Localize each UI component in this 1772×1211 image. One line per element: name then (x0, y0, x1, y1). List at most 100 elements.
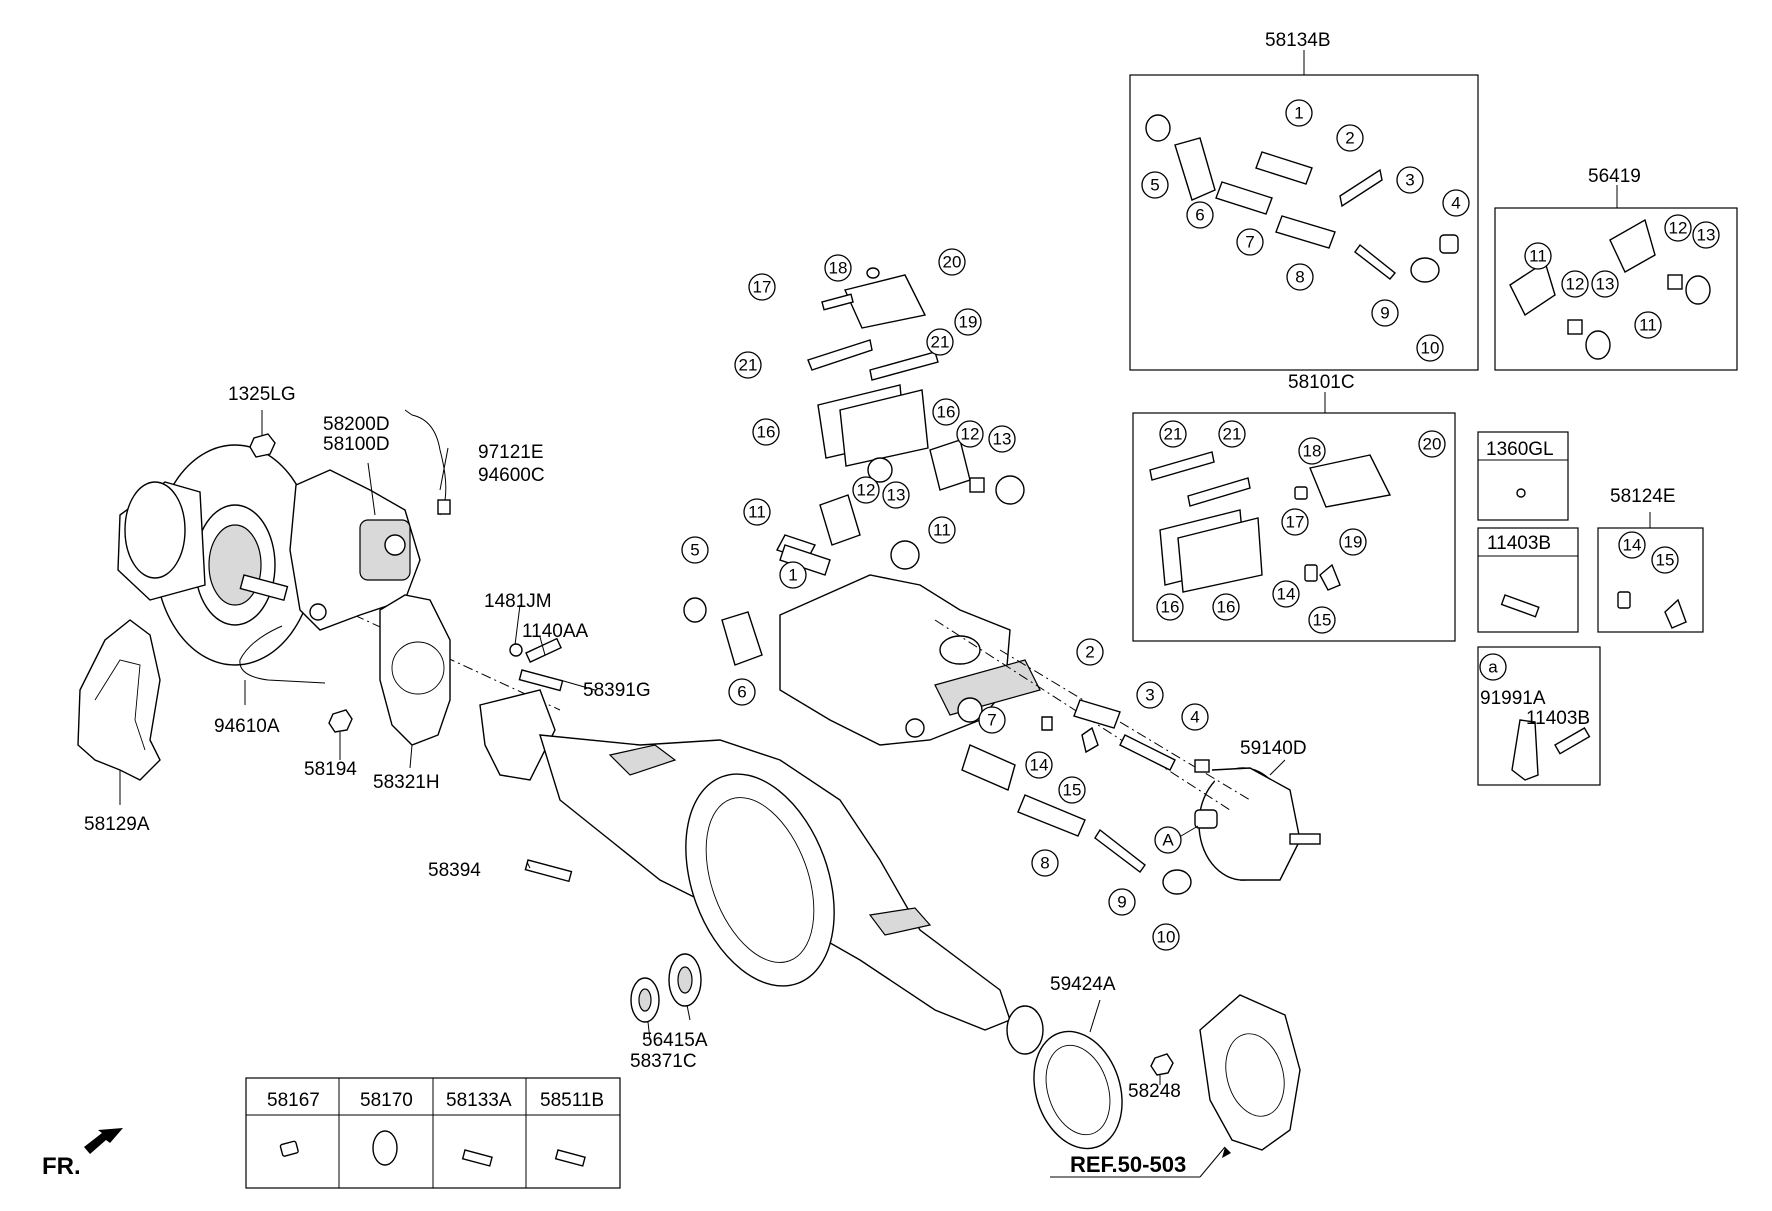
callout-s12b (1664, 214, 1692, 242)
callout-text-p17: 17 (1286, 513, 1305, 532)
label-11403B-clip: 11403B (1526, 708, 1590, 729)
box-58124E (1597, 527, 1704, 633)
callout-text-c21a: 21 (739, 356, 758, 375)
callout-m15 (1058, 776, 1086, 804)
callout-text-p16b: 16 (1217, 598, 1236, 617)
kit-56419-parts-drawing (1509, 218, 1711, 360)
callout-p16b (1212, 593, 1240, 621)
callout-m9 (1108, 888, 1136, 916)
backing-plate-drawing (1199, 994, 1301, 1151)
callout-m2 (1076, 638, 1104, 666)
callout-c11b (928, 516, 956, 544)
callout-m6 (728, 678, 756, 706)
callout-text-s11b: 11 (1639, 316, 1657, 335)
marker-A (1154, 826, 1182, 854)
callout-text-c13a: 13 (993, 430, 1012, 449)
callout-p19 (1339, 528, 1367, 556)
caliper-assembly-drawing (289, 409, 451, 631)
marker-A-text: A (1162, 831, 1174, 850)
callout-text-m8: 8 (1040, 854, 1049, 873)
callout-text-k2: 2 (1345, 129, 1354, 148)
ring-59424A-drawing (1033, 1030, 1123, 1150)
callout-text-c12a: 12 (961, 425, 980, 444)
callout-text-s12b: 12 (1669, 219, 1688, 238)
callout-p21b (1218, 420, 1246, 448)
callout-text-s11a: 11 (1529, 247, 1547, 266)
callout-text-p16a: 16 (1161, 598, 1180, 617)
callout-text-m4: 4 (1190, 708, 1199, 727)
callout-text-p21b: 21 (1223, 425, 1242, 444)
bearing-56415A-drawing (668, 953, 702, 1007)
callout-text-p15: 15 (1313, 611, 1332, 630)
callout-k6 (1186, 201, 1214, 229)
callout-k8 (1286, 263, 1314, 291)
callout-c21a (734, 351, 762, 379)
callout-k1 (1285, 99, 1313, 127)
caliper-body-drawing (779, 574, 1251, 811)
callout-text-m6: 6 (737, 683, 746, 702)
label-11403B-box: 11403B (1487, 533, 1551, 554)
part-58170-icon (372, 1130, 398, 1166)
label-58124E: 58124E (1610, 486, 1676, 507)
label-58394: 58394 (428, 860, 481, 881)
callout-text-k6: 6 (1195, 206, 1204, 225)
label-58101C: 58101C (1288, 372, 1355, 393)
brake-hose-94610A-drawing (239, 625, 326, 684)
callout-c11a (743, 498, 771, 526)
callout-text-k9: 9 (1380, 304, 1389, 323)
nut-1325LG-drawing (249, 433, 276, 458)
bottom-parts-table (245, 1077, 621, 1189)
callout-k4 (1442, 189, 1470, 217)
marker-a-text: a (1488, 658, 1498, 677)
callout-m14 (1025, 751, 1053, 779)
label-58194: 58194 (304, 759, 357, 780)
callout-text-p21a: 21 (1164, 425, 1183, 444)
callout-text-e14: 14 (1623, 536, 1642, 555)
callout-text-m7: 7 (987, 711, 996, 730)
callout-text-c11a: 11 (748, 503, 766, 522)
callout-text-m2: 2 (1085, 643, 1094, 662)
callout-m5 (681, 536, 709, 564)
callout-text-k3: 3 (1405, 171, 1414, 190)
bolt-58391G-drawing (518, 669, 564, 692)
callout-c18 (824, 254, 852, 282)
callout-text-e15: 15 (1656, 551, 1675, 570)
part-58167-icon (279, 1140, 299, 1157)
label-1140AA: 1140AA (522, 621, 589, 642)
callout-text-p18: 18 (1303, 442, 1322, 461)
bolt-11403B-clip-icon (1554, 727, 1591, 755)
callout-c17 (748, 273, 776, 301)
callout-c12b (852, 476, 880, 504)
callout-c13a (988, 425, 1016, 453)
callout-text-k8: 8 (1295, 268, 1304, 287)
bolt-58394-drawing (524, 859, 573, 883)
wheel-hub-drawing (117, 444, 561, 711)
box-1360GL (1477, 431, 1569, 521)
kit-box-58101C (1132, 412, 1456, 642)
callout-k2 (1336, 124, 1364, 152)
label-58129A: 58129A (84, 814, 150, 835)
reference-label: REF.50-503 (1070, 1152, 1186, 1177)
callout-text-m15: 15 (1063, 781, 1082, 800)
nut-58248-drawing (1150, 1053, 1174, 1076)
table-header-58133A: 58133A (446, 1090, 512, 1111)
label-58134B: 58134B (1265, 30, 1331, 51)
axle-housing-drawing (479, 689, 1044, 1055)
callout-c20 (938, 248, 966, 276)
bearing-58371C-drawing (630, 977, 660, 1023)
callout-text-p20: 20 (1423, 435, 1442, 454)
callout-k3 (1396, 166, 1424, 194)
box-clip (1477, 646, 1601, 786)
callout-text-k1: 1 (1294, 104, 1303, 123)
label-91991A: 91991A (1480, 688, 1546, 709)
callout-m7 (978, 706, 1006, 734)
callout-s13b (1692, 221, 1720, 249)
callout-c21b (926, 328, 954, 356)
callout-p15 (1308, 606, 1336, 634)
callout-p17 (1281, 508, 1309, 536)
callout-c16b (932, 398, 960, 426)
nut-1360GL-icon (1516, 488, 1526, 498)
callout-p21a (1159, 420, 1187, 448)
